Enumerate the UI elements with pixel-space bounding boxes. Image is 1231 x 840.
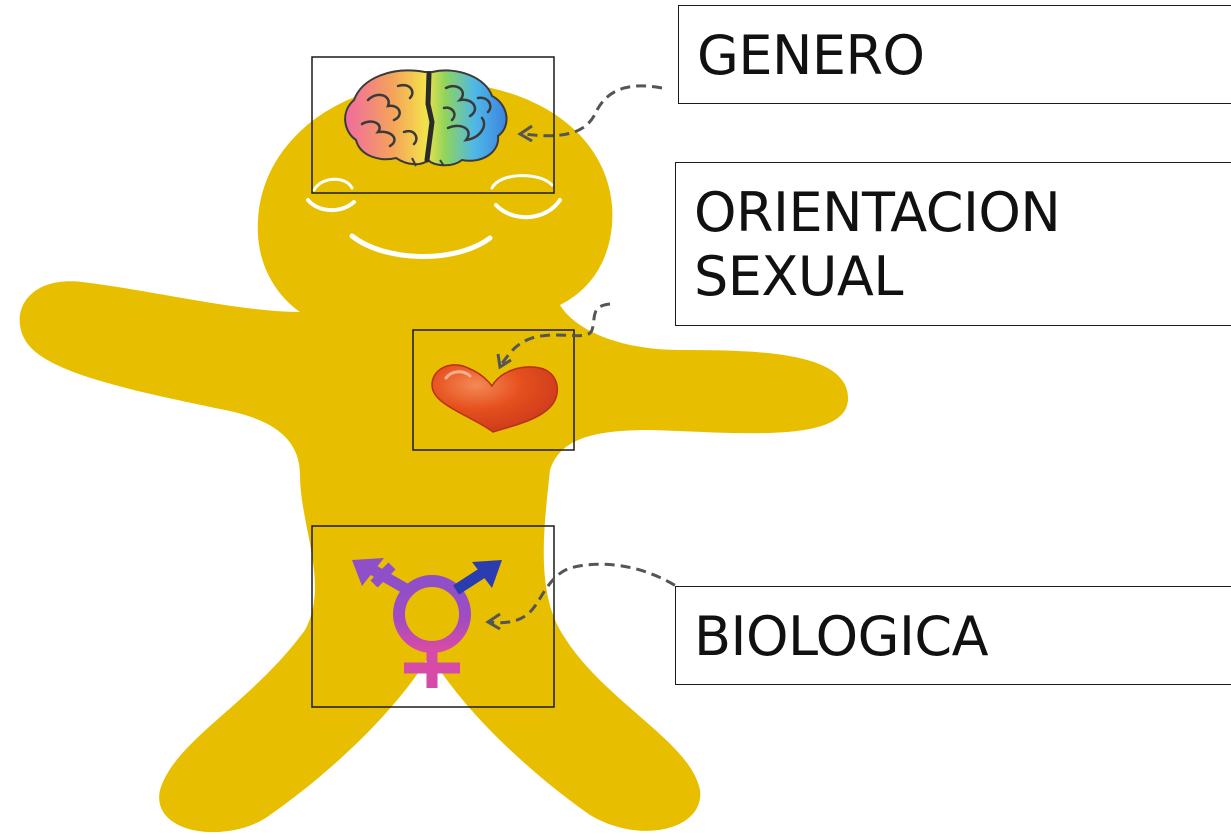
right-eye (494, 198, 562, 220)
brain-frame (311, 56, 555, 194)
rainbow-brain-icon (344, 69, 508, 167)
label-biologica: BIOLOGICA (675, 586, 1231, 685)
label-orientacion-line1: ORIENTACION (694, 181, 1061, 244)
label-genero-text: GENERO (697, 24, 925, 87)
arrow-to-heart (496, 302, 611, 370)
person-figure (19, 82, 849, 833)
smile (349, 233, 493, 259)
label-biologica-text: BIOLOGICA (694, 605, 989, 668)
label-orientacion-sexual: ORIENTACION SEXUAL (675, 162, 1231, 326)
transgender-symbol-icon (352, 558, 502, 688)
label-genero: GENERO (678, 5, 1231, 104)
heart-icon (431, 364, 559, 433)
right-eye-top (490, 174, 554, 190)
person-body (19, 82, 849, 833)
arrow-to-brain (517, 84, 663, 143)
symbol-frame (311, 525, 555, 708)
heart-frame (412, 329, 575, 451)
label-orientacion-line2: SEXUAL (694, 244, 903, 308)
left-eye (306, 198, 356, 212)
left-eye-top (312, 177, 354, 192)
